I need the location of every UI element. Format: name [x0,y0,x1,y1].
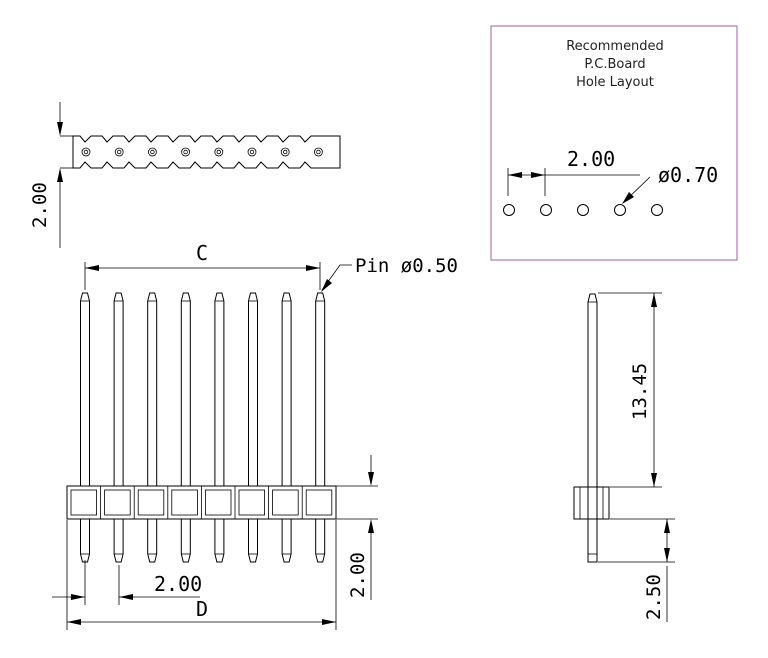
strip-hole-inner [150,149,155,155]
pcb-hole-leader-arrow [622,192,634,204]
pin-lower [214,519,225,563]
side-view: 13.45 2.50 [573,292,675,622]
housing-cell-inner [238,489,266,516]
pin-lower [80,519,90,563]
pcb-hole [614,204,626,216]
side-dim-arrow-lower [664,519,670,533]
top-view: 2.00 [29,102,341,248]
pin-lower [315,519,326,563]
pcb-box-border [490,25,738,261]
c-dim-label: C [196,241,208,265]
housing-detail [70,486,333,519]
d-dim-label: D [196,597,208,621]
c-dim-arrow-left [85,265,99,271]
strip-hole-inner [83,149,89,155]
strip-hole-inner [316,149,321,155]
pcb-hole [503,204,515,216]
front-housing [66,485,337,520]
strip-hole-inner [116,149,122,155]
strip-hole-outer [181,147,191,157]
housing-cell-inner [104,489,131,516]
tail-dim-label: 2.00 [347,552,369,598]
pcb-layout-box: Recommended P.C.Board Hole Layout 2.00 ø… [490,25,738,261]
side-pin-length-label: 13.45 [629,363,651,420]
housing-cell-inner [305,489,333,516]
top-dim-arrow-bottom [57,168,63,182]
pin-upper [147,292,158,486]
pin-leader-arrow [321,279,332,292]
pcb-title-line3: Hole Layout [576,75,654,90]
pin-lower [281,519,292,563]
pcb-pitch-label: 2.00 [567,147,615,171]
pcb-hole [651,204,663,216]
pin-upper [80,292,90,486]
tail-dim-arrow-top [368,472,374,486]
top-view-strip [72,135,341,169]
pcb-title-line1: Recommended [566,39,664,54]
side-tail-length-label: 2.50 [643,574,665,620]
tail-dim-arrow-bottom [368,519,374,533]
pitch-dim-label: 2.00 [154,572,202,596]
top-dim-arrow-top [57,122,63,136]
pitch-arrow-left [71,594,85,600]
strip-hole-outer [81,147,91,157]
side-housing [573,486,610,520]
strip-hole-outer [247,147,257,157]
top-height-label: 2.00 [29,182,51,228]
strip-hole-outer [114,147,124,157]
pcb-hole-dia-label: ø0.70 [658,163,718,187]
pin-upper [180,292,191,486]
strip-hole-inner [283,149,288,155]
front-view: C Pin ø0.50 2.00 2.00 D [52,241,458,630]
housing-cell-inner [137,489,165,516]
pcb-hole [577,204,589,216]
pin-lower [113,519,124,563]
pin-upper [281,292,292,486]
front-pins [80,292,326,563]
strip-hole-outer [147,147,157,157]
strip-hole-outer [214,147,224,157]
pcb-holes [503,204,663,216]
d-dim-arrow-right [322,619,336,625]
pin-upper [315,292,326,486]
pin-upper [214,292,225,486]
housing-cell-inner [272,489,299,516]
strip-hole-inner [183,149,188,155]
pcb-hole [540,204,552,216]
pcb-pitch-arrow-left [508,172,522,178]
housing-cell-inner [171,489,198,516]
pin-lower [147,519,158,563]
pin-upper [113,292,124,486]
housing-cell-inner [204,489,232,516]
pin-upper [248,292,258,486]
side-dim-arrow-bottom [664,548,670,562]
housing-cell-inner [70,489,98,516]
pin-lower [180,519,191,563]
side-dim-arrow-top [651,293,657,307]
side-dim-arrow-mid [651,473,657,487]
strip-hole-outer [280,147,290,157]
strip-hole-inner [216,149,221,155]
pin-dia-label: Pin ø0.50 [355,255,458,277]
pin-lower [248,519,258,563]
strip-hole-inner [249,149,255,155]
pcb-title-line2: P.C.Board [584,57,645,72]
top-view-holes [81,147,323,157]
pitch-arrow-right [119,594,133,600]
c-dim-arrow-right [306,265,320,271]
strip-hole-outer [313,147,323,157]
side-pin [587,293,598,563]
d-dim-arrow-left [67,619,81,625]
pcb-pitch-arrow-right [531,172,545,178]
